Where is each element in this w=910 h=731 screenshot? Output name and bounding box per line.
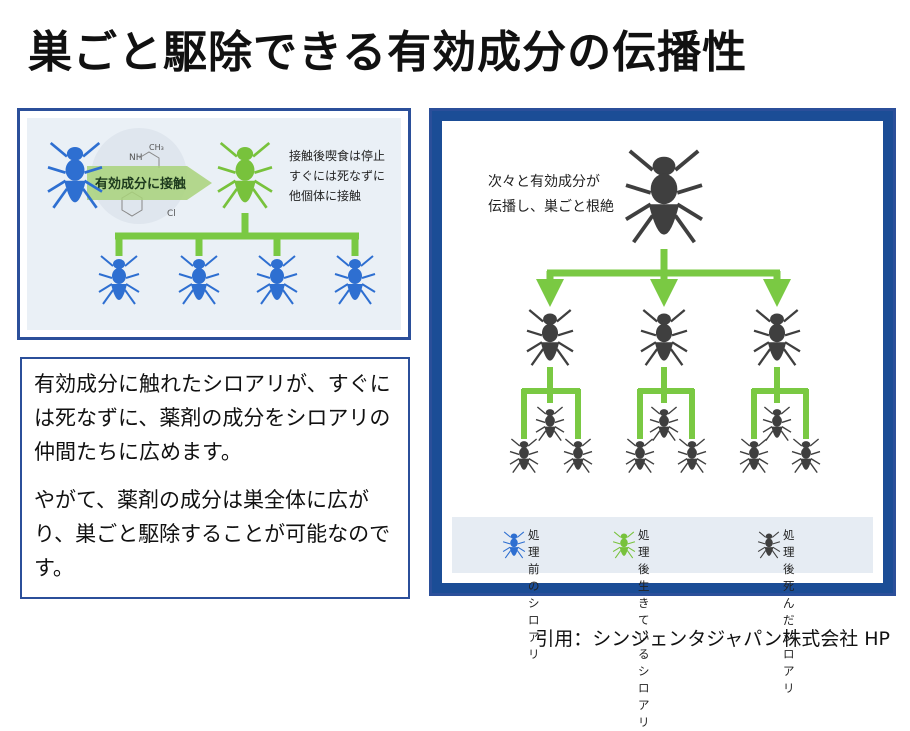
left-diagram: NH CH₃ Cl 有効成分に接触 接触後喫食は停止 すぐには死なずに 他個体に… — [46, 128, 385, 305]
right-caption-2: 伝播し、巣ごと根絶 — [488, 199, 614, 215]
dead-termite-icon — [752, 308, 802, 367]
dead-termite-icon — [639, 308, 689, 367]
blue-termite-legend-icon — [502, 531, 526, 559]
chem-formula-ch3: CH₃ — [149, 143, 164, 152]
left-diagram-area: NH CH₃ Cl 有効成分に接触 接触後喫食は停止 すぐには死なずに 他個体に… — [27, 118, 401, 330]
chem-bond-icon — [138, 151, 160, 168]
dead-termite-top-icon — [624, 149, 704, 245]
page-title: 巣ごと駆除できる有効成分の伝播性 — [28, 27, 748, 78]
blue-termite-icon — [98, 255, 140, 305]
blue-termite-icon — [256, 255, 298, 305]
dead-termite-small-icon — [535, 406, 565, 442]
blue-termite-icon — [334, 255, 376, 305]
dead-termite-small-icon — [563, 438, 593, 474]
side-caption-1: 接触後喫食は停止 — [289, 148, 385, 163]
legend-label-untreated: 処理前の シロアリ — [528, 528, 540, 661]
dead-termite-small-icon — [649, 406, 679, 442]
dead-termite-icon — [525, 308, 575, 367]
legend: 処理前の シロアリ 処理後生きている シロアリ 処理後死んだ シロアリ — [452, 517, 873, 729]
dead-termite-small-icon — [677, 438, 707, 474]
description-paragraph-1: 有効成分に触れたシロアリが、すぐには死なずに、薬剤の成分をシロアリの仲間たちに広… — [34, 372, 391, 464]
dead-termite-small-icon — [509, 438, 539, 474]
chem-formula-cl: Cl — [167, 209, 176, 219]
side-caption-2: すぐには死なずに — [289, 169, 385, 183]
side-caption-3: 他個体に接触 — [289, 188, 361, 203]
level1-branches — [536, 249, 791, 307]
description-box: 有効成分に触れたシロアリが、すぐには死なずに、薬剤の成分をシロアリの仲間たちに広… — [20, 357, 410, 599]
contact-arrow-label: 有効成分に接触 — [95, 176, 186, 192]
chem-formula-nh: NH — [129, 153, 143, 163]
blue-termite-icon — [178, 255, 220, 305]
right-diagram-area: 次々と有効成分が 伝播し、巣ごと根絶 — [442, 121, 883, 729]
green-termite-legend-icon — [612, 531, 636, 559]
description-paragraph-2: やがて、薬剤の成分は巣全体に広がり、巣ごと駆除することが可能なのです。 — [34, 488, 391, 580]
dead-termite-small-icon — [739, 438, 769, 474]
legend-label-dead: 処理後死んだ シロアリ — [783, 528, 795, 695]
green-termite-contacted-icon — [216, 141, 274, 210]
dead-termite-small-icon — [791, 438, 821, 474]
legend-item-dead: 処理後死んだ シロアリ — [757, 523, 795, 695]
legend-item-alive: 処理後生きている シロアリ — [612, 523, 650, 729]
dead-termite-legend-icon — [757, 531, 781, 559]
right-diagram: 次々と有効成分が 伝播し、巣ごと根絶 — [488, 149, 821, 474]
branch-lines — [115, 213, 359, 256]
right-diagram-panel: 次々と有効成分が 伝播し、巣ごと根絶 — [429, 108, 896, 729]
citation: 引用：シンジェンタジャパン株式会社 HP — [535, 628, 890, 650]
right-caption-1: 次々と有効成分が — [488, 174, 600, 190]
dead-termite-small-icon — [762, 406, 792, 442]
left-diagram-panel: NH CH₃ Cl 有効成分に接触 接触後喫食は停止 すぐには死なずに 他個体に… — [17, 108, 411, 340]
contact-arrow — [87, 166, 212, 200]
legend-item-untreated: 処理前の シロアリ — [502, 523, 540, 661]
dead-termite-small-icon — [625, 438, 655, 474]
level2-branches — [521, 367, 809, 439]
